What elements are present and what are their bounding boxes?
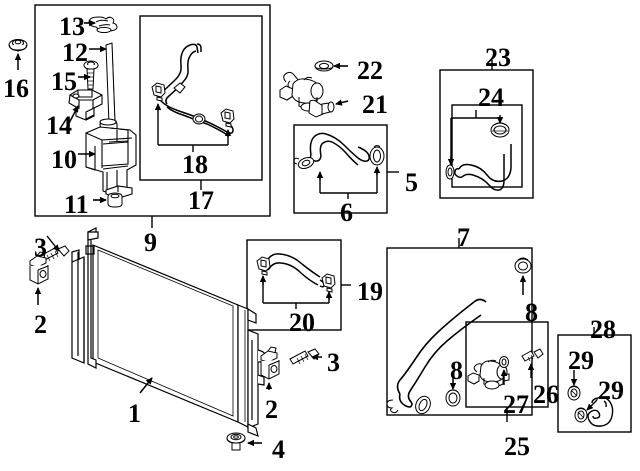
part-11-drain-plug	[107, 192, 123, 208]
callout-3-mount-bolt-upper-left[interactable]: 3	[34, 233, 47, 262]
part-20-bleeder-hose	[263, 253, 325, 288]
part-1-radiator	[71, 227, 267, 437]
callout-2-radiator-mount-bracket-upper-left[interactable]: 2	[34, 310, 47, 339]
part-16-nut	[8, 39, 28, 52]
part-18-clip-right	[220, 108, 235, 128]
part-10-coolant-reservoir	[85, 118, 137, 199]
box-24	[451, 104, 523, 188]
part-29-washer-upper	[567, 385, 581, 401]
callout-11-reservoir-drain-plug[interactable]: 11	[64, 190, 89, 219]
leader-21	[335, 99, 349, 106]
part-21-outlet-housing	[279, 71, 335, 118]
callout-16-reservoir-nut[interactable]: 16	[3, 74, 29, 103]
callout-15-bracket-bolt[interactable]: 15	[51, 67, 77, 96]
leader-20-bracket	[262, 281, 330, 309]
part-20-clip-left	[256, 256, 271, 276]
callout-20-bleeder-hose[interactable]: 20	[289, 308, 315, 337]
leader-3-upper	[46, 235, 60, 252]
callout-19-bleeder-hose-group[interactable]: 19	[357, 277, 383, 306]
leader-6-bracket	[319, 172, 378, 199]
callout-8-hose-clamp-lower[interactable]: 8	[450, 356, 463, 385]
box-23	[439, 69, 534, 199]
callout-29-bleeder-plug-washer-upper[interactable]: 29	[568, 346, 594, 375]
part-29-washer-lower	[574, 407, 588, 423]
callout-13-reservoir-cap[interactable]: 13	[59, 12, 85, 41]
callout-5-inlet-hose-assembly-group[interactable]: 5	[405, 168, 418, 197]
callout-7-lower-hose-assembly-group[interactable]: 7	[457, 223, 470, 252]
callout-9-reservoir-assembly-group[interactable]: 9	[144, 228, 157, 257]
part-22-gasket	[314, 60, 334, 72]
part-6-inlet-hose	[309, 132, 370, 166]
callout-3-mount-bolt-lower-right[interactable]: 3	[327, 348, 340, 377]
part-20-clip-right	[321, 273, 336, 293]
callout-12-reservoir-level-rod[interactable]: 12	[62, 38, 88, 67]
leader-14	[65, 105, 79, 130]
callout-8-hose-clamp-upper[interactable]: 8	[525, 298, 538, 327]
callout-6-inlet-hose[interactable]: 6	[340, 198, 353, 227]
callout-4-lower-insulator-grommet[interactable]: 4	[272, 435, 285, 464]
part-7-lower-hose	[396, 298, 487, 408]
part-8-clamp-upper	[514, 257, 532, 274]
callout-24-upper-radiator-hose[interactable]: 24	[478, 83, 504, 112]
leader-18-bracket	[157, 107, 229, 152]
callout-18-overflow-hose[interactable]: 18	[182, 150, 208, 179]
part-7-hose-fittings	[386, 395, 431, 415]
callout-23-upper-hose-group[interactable]: 23	[485, 43, 511, 72]
callout-29-bleeder-plug-washer-lower[interactable]: 29	[598, 376, 624, 405]
part-2-bracket-upper-left	[29, 251, 49, 285]
callout-25-water-outlet-group[interactable]: 25	[504, 432, 530, 461]
leader-1	[139, 377, 153, 394]
callout-26-water-outlet-bolt[interactable]: 26	[533, 380, 559, 409]
part-26-bolt	[521, 348, 544, 362]
part-8-clamp-lower	[445, 389, 461, 407]
part-29-hook-body	[587, 396, 614, 427]
callout-22-outlet-gasket-seal[interactable]: 22	[357, 56, 383, 85]
part-2-bracket-lower-right	[260, 346, 280, 380]
box-5	[293, 124, 388, 214]
part-6-inlet-hose-ends	[293, 156, 315, 170]
part-24-hose-ends	[445, 122, 510, 180]
callout-2-radiator-mount-bracket-lower-right[interactable]: 2	[265, 395, 278, 424]
part-18-clip-left	[151, 82, 166, 102]
callout-21-thermostat-housing-outlet[interactable]: 21	[362, 90, 388, 119]
callout-10-coolant-reservoir-tank[interactable]: 10	[51, 145, 77, 174]
part-13-reservoir-cap	[88, 16, 118, 34]
part-4-insulator	[226, 432, 246, 451]
callout-14-reservoir-mounting-bracket[interactable]: 14	[46, 111, 72, 140]
part-27-washer	[499, 356, 509, 368]
part-6-clamp	[369, 145, 385, 166]
leader-24-bracket	[450, 110, 501, 160]
callout-17-overflow-hose-group[interactable]: 17	[188, 186, 214, 215]
callout-28-bleeder-plug-group[interactable]: 28	[590, 315, 616, 344]
callout-1-radiator[interactable]: 1	[128, 399, 141, 428]
part-18-hose-junctions	[173, 82, 206, 125]
callout-27-water-outlet-housing[interactable]: 27	[503, 390, 529, 419]
